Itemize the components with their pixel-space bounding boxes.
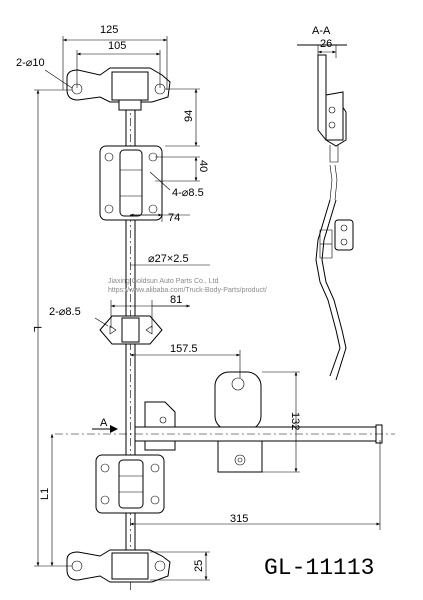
dim-overall-width: 125	[100, 24, 118, 36]
dim-handle-length: 315	[230, 513, 248, 525]
dim-length-l: L	[31, 326, 43, 332]
dim-handle-offset: 157.5	[170, 343, 198, 355]
product-code: GL-11113	[264, 555, 374, 581]
dim-plate-offset: 74	[168, 212, 180, 224]
section-marker: A	[100, 417, 108, 429]
dim-plate-holes: 4-⌀8.5	[172, 187, 204, 199]
top-bracket	[66, 67, 171, 111]
dim-bracket-height: 94	[183, 110, 195, 122]
dim-bottom-height: 25	[193, 560, 205, 572]
dimension-lines	[34, 36, 381, 581]
bottom-bracket	[66, 549, 171, 583]
watermark-line-1: Jiaxing Goldsun Auto Parts Co., Ltd	[108, 278, 219, 285]
lower-mounting-plate	[95, 454, 165, 514]
dim-top-holes: 2-⌀10	[16, 57, 45, 69]
handle-bar	[55, 424, 395, 444]
dim-section-width: 26	[320, 38, 332, 50]
upper-mounting-plate	[99, 145, 163, 221]
dim-guide-width: 81	[170, 294, 182, 306]
dim-handle-height: 132	[289, 412, 301, 430]
dim-plate-height: 40	[197, 160, 209, 172]
dim-inner-width: 105	[108, 40, 126, 52]
watermark-line-2: https://www.alibaba.com/Truck-Body-Parts…	[108, 287, 267, 294]
section-label: A-A	[312, 25, 331, 37]
dim-length-l1: L1	[39, 488, 51, 500]
guide-plate	[99, 315, 163, 345]
dim-guide-holes: 2-⌀8.5	[49, 306, 81, 318]
section-view-a-a	[297, 44, 354, 381]
dim-tube: ⌀27×2.5	[148, 253, 189, 265]
